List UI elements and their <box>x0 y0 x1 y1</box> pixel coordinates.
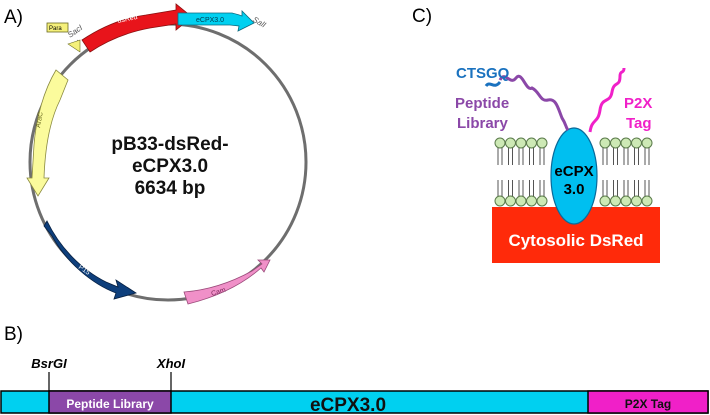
arac-gene-arrow <box>26 69 69 197</box>
cam-gene-arrow <box>183 259 271 305</box>
lipid-head <box>536 195 548 207</box>
panel-a-label: A) <box>4 7 23 28</box>
dsred-gene-label: dsRed <box>117 14 138 25</box>
para-promoter-box <box>46 22 69 33</box>
p2x-tag-strand <box>588 67 626 133</box>
peptide-library-segment <box>48 390 172 414</box>
plasmid-size: 6634 bp <box>135 178 206 199</box>
lipid-head <box>494 195 506 207</box>
lipid-head <box>494 137 506 149</box>
lipid-bilayer <box>494 137 653 207</box>
peptide-library-strand <box>498 74 570 132</box>
lipid-head <box>641 195 653 207</box>
ecpx-protein <box>550 127 598 225</box>
lipid-head <box>526 137 537 149</box>
p2x-tag-label-line2: Tag <box>626 115 652 132</box>
bsrgi-site-label: BsrGI <box>31 356 67 371</box>
panel-c-label: C) <box>412 6 432 27</box>
lipid-head <box>631 195 642 207</box>
lipid-head <box>526 195 537 207</box>
lipid-head <box>505 195 516 207</box>
ecpx-protein-label-line2: 3.0 <box>564 181 585 198</box>
peptide-library-label-line2: Library <box>457 115 509 132</box>
ecpx-gene-arrow <box>177 10 255 32</box>
p2x-tag-label-line1: P2X <box>624 95 652 112</box>
panel-b-label: B) <box>4 324 23 345</box>
ecpx-segment-label: eCPX3.0 <box>310 395 386 415</box>
p15-ori-arrow <box>43 220 137 300</box>
lipid-head <box>610 137 621 149</box>
p2x-tag-segment <box>587 390 709 414</box>
lipid-head <box>599 195 611 207</box>
para-promoter-marker <box>67 39 81 53</box>
ctsgq-strand <box>484 80 502 88</box>
xhoi-site-label: XhoI <box>156 356 186 371</box>
p2x-tag-segment-label: P2X Tag <box>625 397 671 411</box>
peptide-library-label-line1: Peptide <box>455 95 509 112</box>
ctsgq-label: CTSGQ <box>456 65 510 82</box>
sali-site-label: SalI <box>251 15 268 30</box>
cytosolic-dsred-label: Cytosolic DsRed <box>508 231 643 250</box>
lipid-head <box>505 137 516 149</box>
lipid-head <box>515 137 527 149</box>
peptide-library-segment-label: Peptide Library <box>66 397 154 411</box>
lipid-head <box>620 137 632 149</box>
lipid-head <box>515 195 527 207</box>
lipid-head <box>610 195 621 207</box>
lipid-head <box>536 137 548 149</box>
ecpx-gene-label: eCPX3.0 <box>196 17 224 24</box>
saci-site-label: SacI <box>66 23 85 40</box>
plasmid-name-line1: pB33-dsRed- <box>111 134 228 155</box>
lipid-head <box>631 137 642 149</box>
lipid-head <box>599 137 611 149</box>
lipid-head <box>641 137 653 149</box>
plasmid-name-line2: eCPX3.0 <box>132 156 208 177</box>
ecpx-protein-label-line1: eCPX <box>554 163 593 180</box>
lipid-head <box>620 195 632 207</box>
para-promoter-label: Para <box>49 26 62 32</box>
cam-gene-label: Cam <box>210 287 226 298</box>
dsred-gene-arrow <box>81 3 193 53</box>
arac-gene-label: AraC <box>35 111 45 128</box>
